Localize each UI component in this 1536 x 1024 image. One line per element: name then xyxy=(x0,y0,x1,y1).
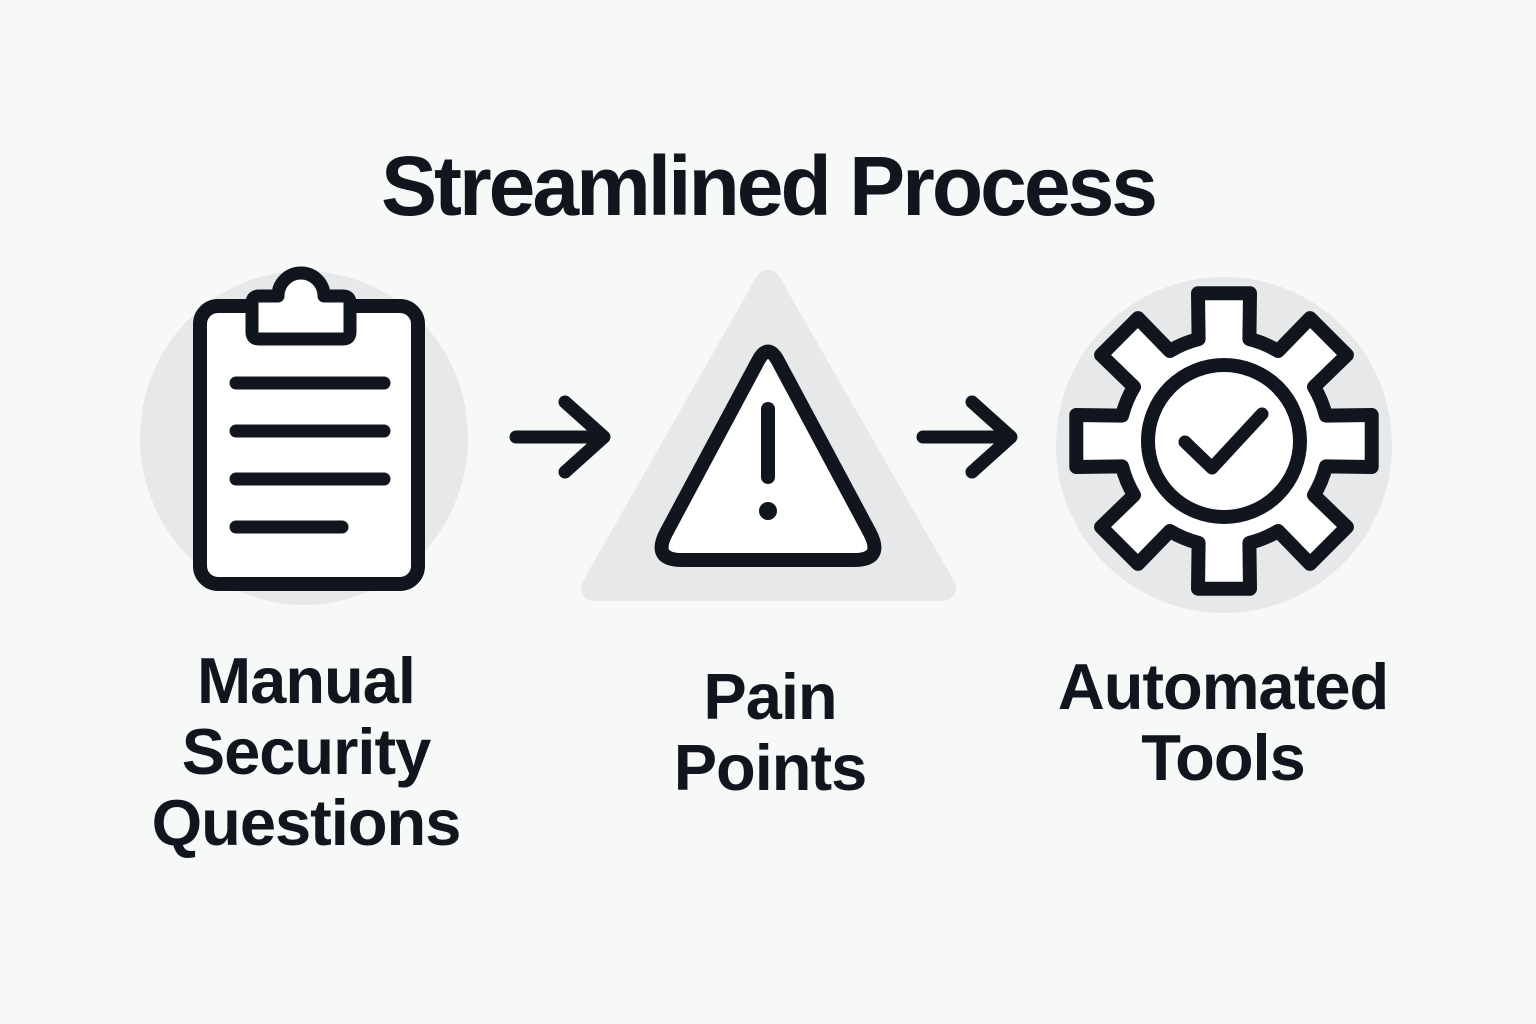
arrow-head xyxy=(965,395,1018,479)
exclamation-dot xyxy=(759,502,777,520)
step-label-pain-points: Pain Points xyxy=(673,660,868,804)
gear-check-icon xyxy=(1056,277,1392,613)
clipboard-icon xyxy=(140,266,468,605)
checkmark xyxy=(1178,407,1269,475)
gear-inner-circle xyxy=(1141,358,1307,524)
clipboard-text-lines xyxy=(229,376,391,534)
clipboard-board xyxy=(193,299,425,591)
gear-outline xyxy=(1069,286,1379,596)
page-title: Streamlined Process xyxy=(380,139,1158,234)
right-arrow-icon xyxy=(509,395,611,479)
arrow-head xyxy=(558,395,611,479)
step-label-automated-tools: Automated Tools xyxy=(1057,650,1389,794)
warning-triangle-icon xyxy=(581,270,956,601)
step-label-manual-security-questions: Manual Security Questions xyxy=(151,644,462,859)
right-arrow-icon xyxy=(916,395,1018,479)
gear-body xyxy=(1069,286,1379,596)
clipboard-clip xyxy=(245,266,357,346)
